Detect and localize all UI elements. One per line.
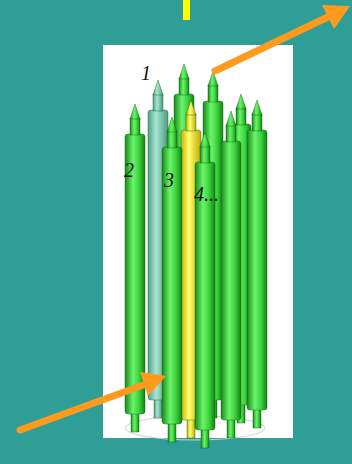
white-panel [103,45,293,438]
fuel-rod [221,111,241,438]
callout-number: 4... [194,184,219,204]
fuel-rod [195,132,215,448]
fuel-rod [162,117,182,442]
orange-arrow [215,5,350,71]
orange-arrow [20,372,166,430]
callout-number: 2 [124,160,134,180]
fuel-rod [247,100,267,428]
rods [125,64,267,448]
yellow-bar [183,0,190,20]
callout-number: 1 [141,63,151,83]
callout-number: 3 [164,170,174,190]
